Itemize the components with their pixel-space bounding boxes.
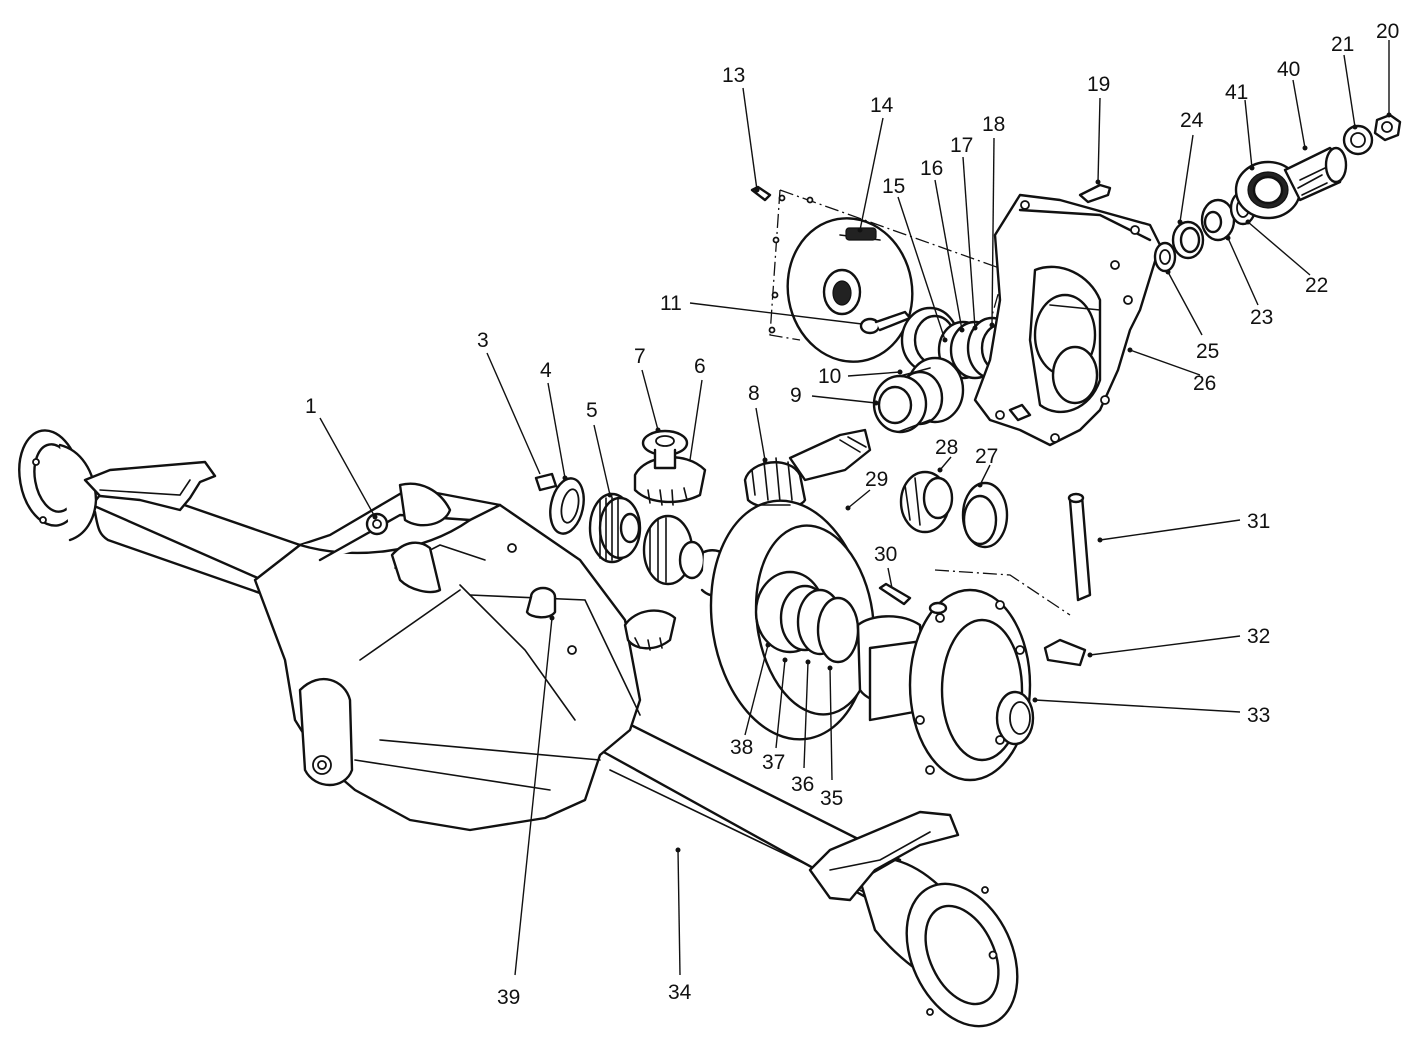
callout-28: 28	[935, 436, 958, 459]
callout-36: 36	[791, 773, 814, 796]
callout-27: 27	[975, 445, 998, 468]
axle-housing	[18, 429, 1019, 1028]
differential-gears	[534, 428, 872, 651]
callout-39: 39	[497, 986, 520, 1009]
callout-21: 21	[1331, 33, 1354, 56]
callout-4: 4	[540, 359, 552, 382]
callout-14: 14	[870, 94, 894, 117]
callout-32: 32	[1247, 625, 1270, 648]
callout-16: 16	[920, 157, 943, 180]
callout-25: 25	[1196, 340, 1219, 363]
callout-26: 26	[1193, 372, 1216, 395]
callout-7: 7	[634, 345, 646, 368]
callout-1: 1	[305, 395, 317, 418]
callout-20: 20	[1376, 20, 1399, 43]
callout-10: 10	[818, 365, 841, 388]
callout-34: 34	[668, 981, 692, 1004]
callout-37: 37	[762, 751, 785, 774]
callout-29: 29	[865, 468, 888, 491]
callout-13: 13	[722, 64, 745, 87]
callout-17: 17	[950, 134, 973, 157]
callout-19: 19	[1087, 73, 1110, 96]
callout-24: 24	[1180, 109, 1204, 132]
callout-40: 40	[1277, 58, 1300, 81]
callout-labels: 1 3 4 5 6 7 8 9 10 11 13 14 15 16 17 18 …	[305, 20, 1399, 1009]
ring-gear-and-case	[709, 470, 1092, 782]
callout-11: 11	[660, 292, 682, 315]
callout-5: 5	[586, 399, 598, 422]
callout-6: 6	[694, 355, 706, 378]
callout-38: 38	[730, 736, 753, 759]
callout-30: 30	[874, 543, 897, 566]
callout-22: 22	[1305, 274, 1328, 297]
pinion-carrier	[750, 113, 1402, 447]
callout-41: 41	[1225, 81, 1248, 104]
callout-18: 18	[982, 113, 1005, 136]
callout-3: 3	[477, 329, 489, 352]
callout-9: 9	[790, 384, 802, 407]
callout-8: 8	[748, 382, 760, 405]
callout-23: 23	[1250, 306, 1273, 329]
callout-15: 15	[882, 175, 905, 198]
callout-33: 33	[1247, 704, 1270, 727]
callout-35: 35	[820, 787, 843, 810]
callout-31: 31	[1247, 510, 1270, 533]
leader-lines	[319, 40, 1392, 976]
